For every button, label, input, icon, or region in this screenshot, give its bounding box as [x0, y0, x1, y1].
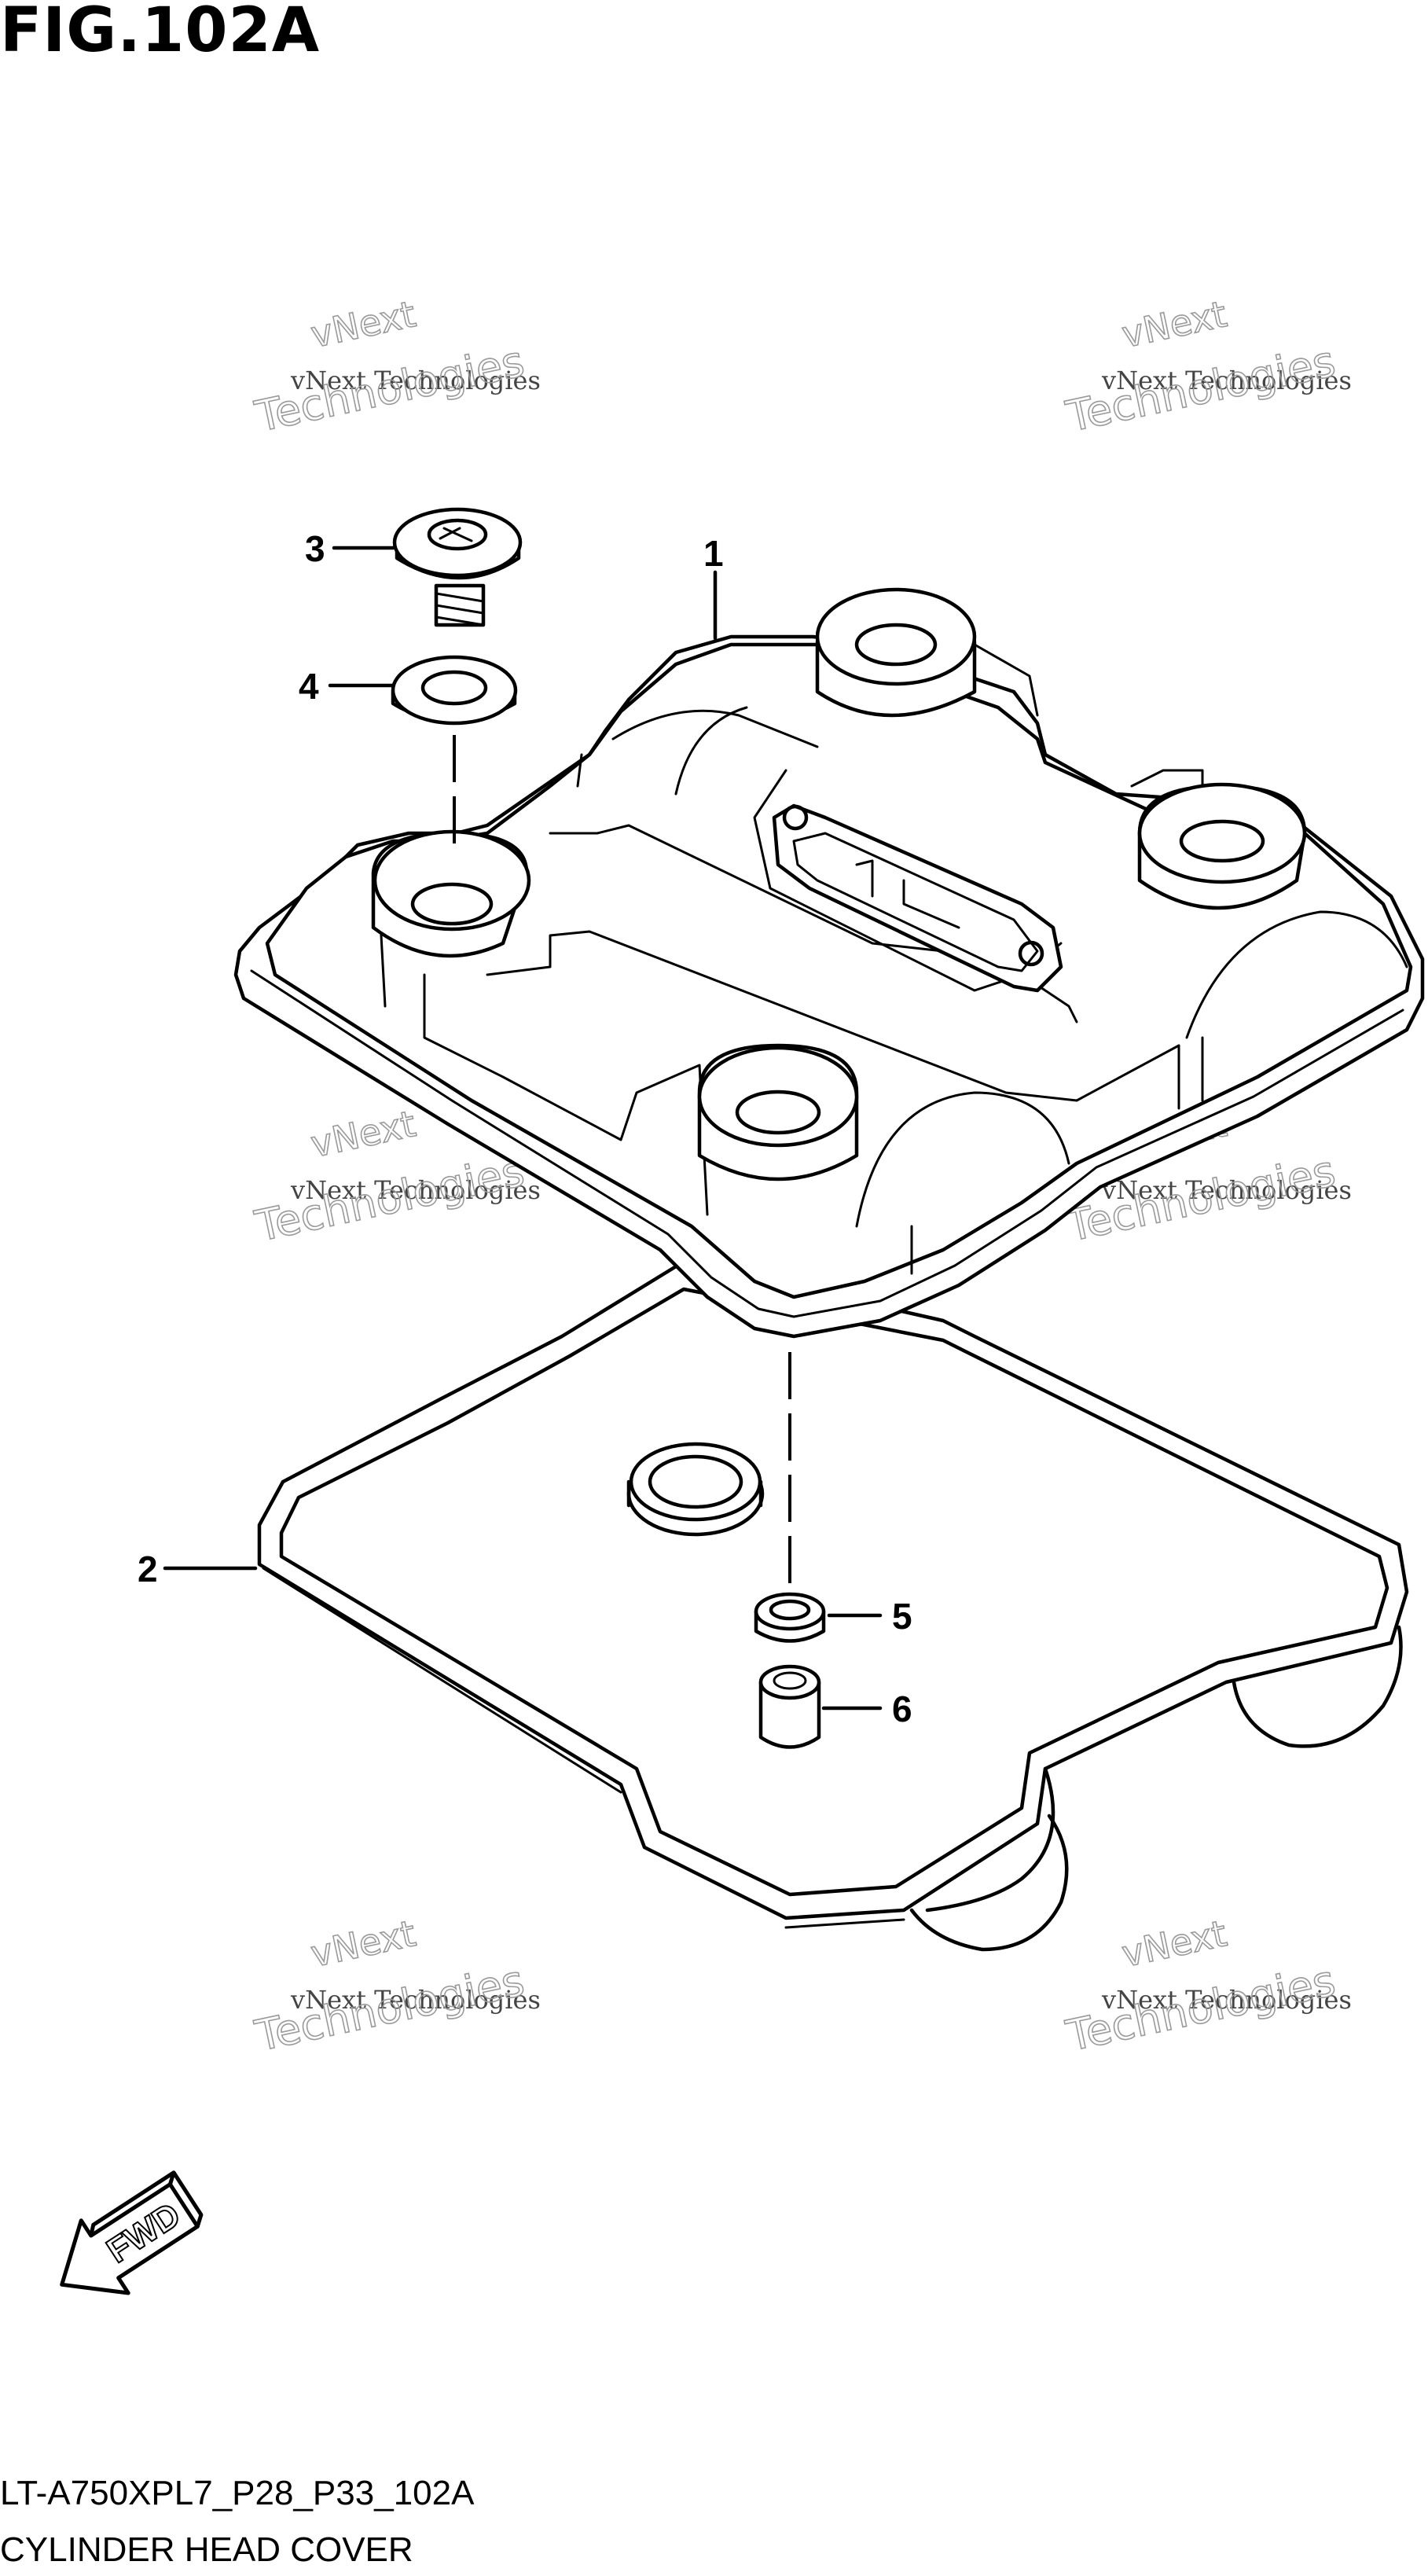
watermark-line0: vNext	[1118, 1912, 1231, 1975]
callout-6: 6	[892, 1689, 912, 1729]
watermark-line1: vNext Technologies	[290, 1175, 541, 1205]
callout-4: 4	[299, 666, 319, 707]
watermark-line0: vNext	[307, 1102, 420, 1166]
boss-front-left	[697, 1043, 859, 1181]
callout-3: 3	[305, 528, 325, 569]
watermark-bottom-right: vNext vNext Technologies Technologies	[1061, 1911, 1352, 2061]
part-cylinder-head-cover[interactable]	[233, 587, 1425, 1339]
figure-code: LT-A750XPL7_P28_P33_102A	[0, 2474, 475, 2512]
callout-2: 2	[138, 1549, 158, 1589]
part-gasket[interactable]	[257, 1259, 1409, 1952]
watermark-line1: vNext Technologies	[1101, 1175, 1352, 1205]
watermark-line2: Technologies	[1062, 336, 1339, 442]
figure-title: FIG.102A	[0, 0, 321, 66]
watermark-line0: vNext	[1118, 292, 1231, 356]
forward-arrow-icon: FWD	[60, 2170, 204, 2295]
watermark-line2: Technologies	[251, 1956, 528, 2061]
watermark-line0: vNext	[307, 1912, 420, 1975]
part-dowel-pin[interactable]	[758, 1664, 821, 1749]
boss-rear-left	[371, 829, 531, 958]
boss-front-right	[1137, 782, 1307, 910]
watermark-top-left: vNext vNext Technologies Technologies	[250, 292, 541, 442]
watermark-line1: vNext Technologies	[290, 366, 541, 395]
part-washer[interactable]	[391, 655, 518, 726]
watermark-line2: Technologies	[251, 1146, 528, 1251]
watermark-line1: vNext Technologies	[1101, 1985, 1352, 2015]
callout-1: 1	[703, 533, 724, 574]
watermark-line1: vNext Technologies	[1101, 366, 1352, 395]
watermark-line2: Technologies	[251, 336, 528, 442]
watermark-bottom-left: vNext vNext Technologies Technologies	[250, 1911, 541, 2061]
part-bolt[interactable]	[392, 507, 523, 627]
callout-5: 5	[892, 1596, 912, 1637]
watermark-top-right: vNext vNext Technologies Technologies	[1061, 292, 1352, 442]
part-seal[interactable]	[754, 1592, 826, 1643]
watermark-line0: vNext	[307, 292, 420, 356]
boss-rear-right	[815, 587, 977, 718]
watermark-line2: Technologies	[1062, 1956, 1339, 2061]
watermark-line1: vNext Technologies	[290, 1985, 541, 2015]
figure-name: CYLINDER HEAD COVER	[0, 2530, 413, 2569]
